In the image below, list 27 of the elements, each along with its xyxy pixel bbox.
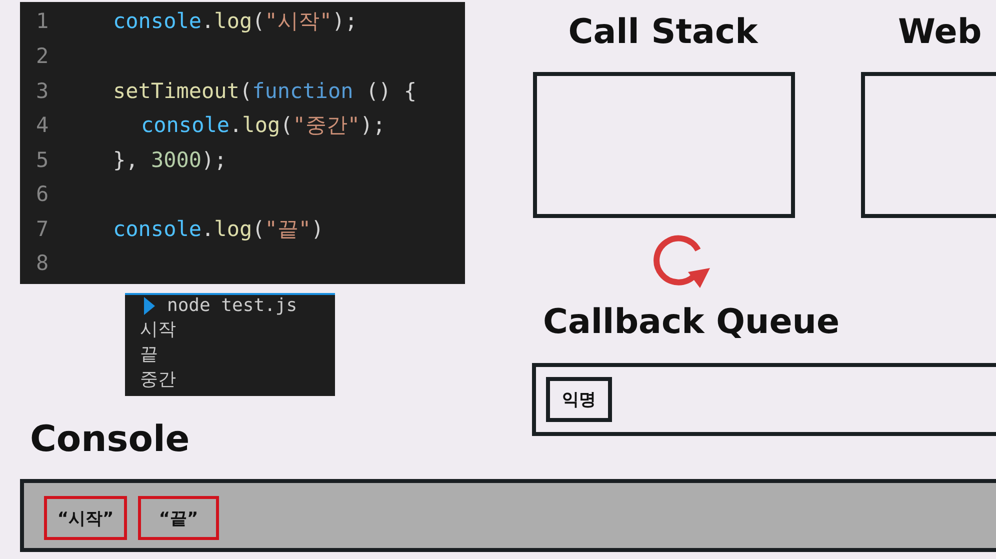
code-line: console.log("중간"); — [141, 115, 386, 136]
line-number: 5 — [36, 150, 49, 171]
line-number: 1 — [36, 11, 49, 32]
code-line: }, 3000); — [113, 150, 227, 171]
line-number: 2 — [36, 46, 49, 67]
section-heading: Call Stack — [568, 15, 758, 49]
terminal-output: node test.js — [167, 297, 298, 315]
code-line: setTimeout(function () { — [113, 81, 416, 102]
section-heading: Console — [30, 422, 190, 458]
code-line: console.log("시작"); — [113, 11, 358, 32]
line-number: 8 — [36, 253, 49, 274]
line-number: 6 — [36, 184, 49, 205]
line-number: 7 — [36, 219, 49, 240]
container-box — [533, 72, 795, 218]
terminal-output: 중간 — [140, 371, 176, 389]
section-heading: Callback Queue — [543, 305, 840, 339]
line-number: 4 — [36, 115, 49, 136]
queue-item: 익명 — [546, 377, 612, 422]
console-bar — [20, 479, 996, 552]
container-box — [532, 363, 996, 436]
code-line: console.log("끝") — [113, 219, 324, 240]
output-item: “시작” — [44, 496, 127, 540]
terminal-output: 끝 — [140, 346, 158, 364]
line-number: 3 — [36, 81, 49, 102]
terminal-output: 시작 — [140, 321, 176, 339]
output-item: “끝” — [138, 496, 219, 540]
section-heading: Web — [898, 15, 982, 49]
